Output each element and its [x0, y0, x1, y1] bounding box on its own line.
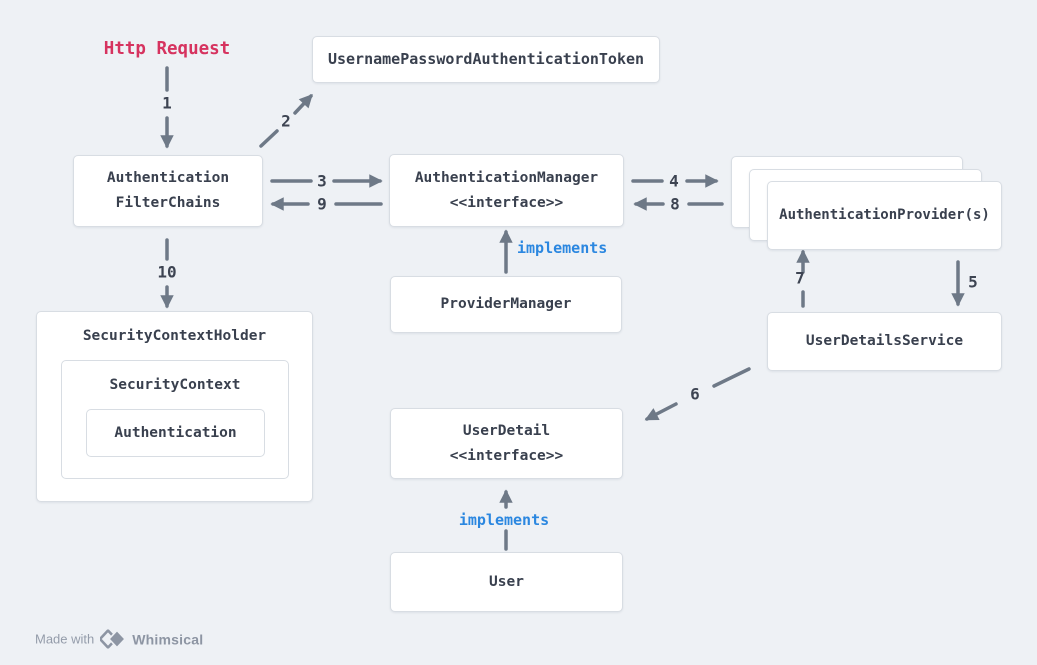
- edge-6-arrow: [644, 402, 678, 421]
- edge-4-number: 4: [669, 171, 679, 191]
- implements-manager-label: implements: [517, 239, 608, 257]
- node-label-line1: AuthenticationManager: [414, 169, 599, 186]
- node-authentication-providers: AuthenticationProvider(s): [767, 181, 1002, 250]
- whimsical-attribution: Made with Whimsical: [35, 629, 204, 649]
- implements-user-label: implements: [458, 511, 550, 529]
- edge-9-number: 9: [317, 194, 327, 214]
- edge-2-segment: [259, 129, 279, 148]
- node-label: AuthenticationProvider(s): [779, 206, 990, 223]
- node-user-details-service: UserDetailsService: [767, 312, 1002, 371]
- edge-6-number: 6: [690, 384, 700, 404]
- node-label: SecurityContextHolder: [82, 328, 267, 344]
- edge-8-number: 8: [670, 194, 680, 214]
- node-label: UsernamePasswordAuthenticationToken: [327, 49, 645, 68]
- whimsical-brand-text: Whimsical: [132, 631, 204, 647]
- node-label-line2: <<interface>>: [449, 194, 564, 211]
- node-label-line2: <<interface>>: [449, 447, 564, 464]
- node-label: User: [489, 573, 524, 590]
- edge-6-segment: [712, 367, 751, 388]
- node-label-line1: Authentication: [106, 170, 230, 187]
- node-username-password-authentication-token: UsernamePasswordAuthenticationToken: [312, 36, 660, 83]
- edge-2-arrow: [293, 94, 313, 115]
- node-label: ProviderManager: [440, 296, 572, 313]
- edge-3-number: 3: [317, 171, 327, 191]
- edge-2-number: 2: [281, 111, 291, 131]
- http-request-label: Http Request: [103, 39, 231, 59]
- edge-1-number: 1: [162, 93, 172, 113]
- node-security-context-holder: SecurityContextHolder SecurityContext Au…: [36, 311, 313, 502]
- node-security-context: SecurityContext Authentication: [61, 360, 289, 479]
- node-label-line1: UserDetail: [462, 422, 551, 439]
- whimsical-logo-icon: [100, 629, 127, 649]
- edge-10-number: 10: [157, 262, 177, 282]
- node-provider-manager: ProviderManager: [390, 276, 622, 333]
- node-label: Authentication: [114, 424, 237, 441]
- edge-7-number: 7: [795, 268, 805, 288]
- node-label: SecurityContext: [109, 377, 241, 393]
- node-user: User: [390, 552, 623, 612]
- made-with-text: Made with: [35, 631, 95, 647]
- node-authentication-filter-chains: Authentication FilterChains: [73, 155, 263, 227]
- node-label-line2: FilterChains: [115, 195, 221, 211]
- node-authentication: Authentication: [86, 409, 265, 457]
- node-label: UserDetailsService: [805, 333, 964, 350]
- node-user-detail: UserDetail <<interface>>: [390, 408, 623, 479]
- node-authentication-manager: AuthenticationManager <<interface>>: [389, 154, 624, 227]
- edge-5-number: 5: [968, 272, 978, 292]
